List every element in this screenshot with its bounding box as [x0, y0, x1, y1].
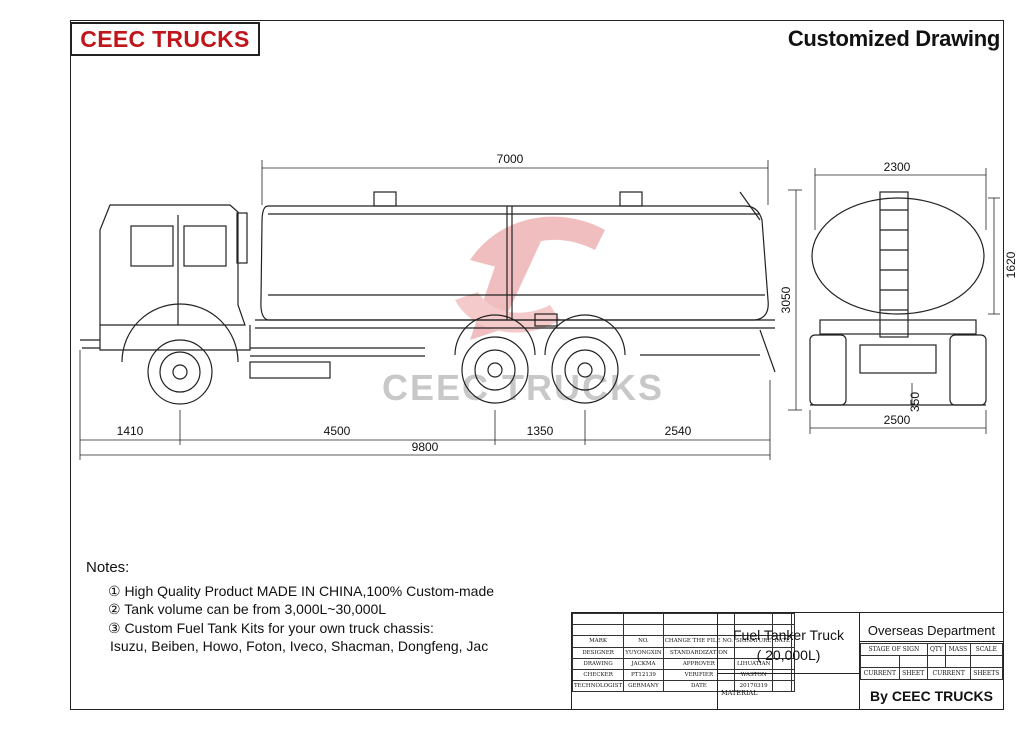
notes-section: Notes: ① High Quality Product MADE IN CH… — [86, 559, 494, 656]
dim-seg-2: 4500 — [324, 424, 351, 438]
watermark-logo — [455, 216, 605, 340]
note-item-1: ① High Quality Product MADE IN CHINA,100… — [108, 582, 495, 599]
product-name: Fuel Tanker Truck — [732, 627, 844, 643]
grid-cell: TECHNOLOGIST — [571, 680, 625, 693]
grid-cell: 20170319 — [734, 680, 774, 693]
dim-tank-height: 1620 — [1004, 251, 1018, 278]
watermark-text: CEEC TRUCKS — [382, 367, 664, 408]
grid-cell — [623, 612, 664, 626]
rear-wheel-2 — [551, 336, 619, 404]
note-item-3: ③ Custom Fuel Tank Kits for your own tru… — [108, 619, 434, 636]
sheet-current-2: CURRENT — [926, 667, 971, 680]
sheet-current-1: CURRENT — [860, 667, 900, 680]
notes-heading: Notes: — [86, 559, 130, 576]
grid-cell: YUYONGXIN — [623, 646, 664, 659]
dim-seg-4: 2540 — [665, 424, 692, 438]
grid-cell: MARK — [571, 635, 625, 648]
department-box: Overseas Department STAGE OF SIGN QTY MA… — [860, 613, 1004, 709]
dim-width-bottom: 2500 — [884, 413, 911, 427]
page-title: Customized Drawing — [787, 26, 1000, 51]
tank-side — [249, 191, 776, 379]
product-box: Fuel Tanker Truck ( 20,000L) MATERIAL — [717, 613, 860, 709]
grid-cell — [571, 612, 625, 626]
grid-cell: NO. — [623, 635, 664, 648]
grid-cell: GERMANY — [623, 680, 664, 693]
grid-cell: CHECKER — [571, 668, 625, 682]
rear-wheel-1 — [461, 336, 529, 404]
grid-cell: JACKMA — [623, 657, 664, 670]
dimension-lines — [79, 160, 1000, 460]
grid-cell — [623, 624, 664, 637]
by-company: By CEEC TRUCKS — [870, 688, 993, 704]
stage-header: STAGE OF SIGN — [860, 643, 928, 656]
grid-cell — [791, 680, 796, 693]
drawing-frame — [70, 20, 1004, 710]
grid-cell: PT12139 — [623, 668, 664, 682]
dim-tank-length: 7000 — [497, 152, 524, 166]
brand-logo: CEEC TRUCKS — [70, 22, 260, 56]
dim-seg-3: 1350 — [527, 424, 554, 438]
truck-cab — [80, 204, 251, 363]
sheet-label-2: SHEETS — [969, 667, 1004, 680]
dim-seg-1: 1410 — [117, 424, 144, 438]
mass-header: MASS — [945, 643, 971, 656]
grid-cell: DESIGNER — [571, 646, 625, 659]
dim-ground-clearance: 350 — [908, 392, 922, 412]
grid-cell — [571, 624, 625, 637]
chassis-list: Isuzu, Beiben, Howo, Foton, Iveco, Shacm… — [110, 638, 489, 654]
qty-header: QTY — [926, 643, 947, 656]
rear-view — [809, 191, 987, 406]
front-wheel — [147, 339, 213, 405]
dim-overall-length: 9800 — [412, 440, 439, 454]
note-item-2: ② Tank volume can be from 3,000L~30,000L — [108, 601, 387, 617]
scale-header: SCALE — [969, 643, 1004, 656]
material-label: MATERIAL — [721, 689, 758, 697]
sheet-label-1: SHEET — [898, 667, 928, 680]
department-name: Overseas Department — [867, 623, 996, 638]
grid-cell: DRAWING — [571, 657, 625, 670]
dim-width-top: 2300 — [884, 160, 911, 174]
dim-height: 3050 — [779, 286, 793, 313]
product-capacity: ( 20,000L) — [756, 647, 821, 663]
grid-cell: WASTON — [734, 668, 774, 682]
dimension-labels: 7000 2300 3050 1620 1410 4500 1350 2540 … — [117, 152, 1018, 454]
